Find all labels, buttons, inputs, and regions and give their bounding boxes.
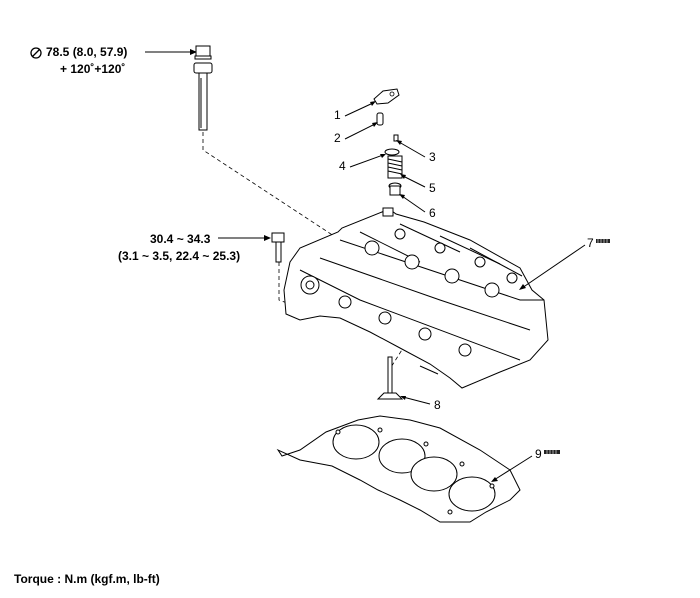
head-bolt-torque-value: 78.5 (8.0, 57.9) <box>46 45 128 59</box>
torque-unit-note: Torque : N.m (kgf.m, lb-ft) <box>14 572 160 586</box>
valve <box>376 356 431 405</box>
lash-adjuster <box>376 112 384 126</box>
callout-9: 9 <box>535 447 542 461</box>
retainer-lock <box>393 134 399 142</box>
gasket-strip-icon <box>544 450 560 454</box>
side-bolt <box>218 232 285 263</box>
callout-6: 6 <box>429 206 436 220</box>
callout-8: 8 <box>434 398 441 412</box>
circle-slash-icon <box>30 47 42 59</box>
gasket-strip-icon <box>596 239 610 243</box>
head-gasket <box>276 415 533 523</box>
callout-7: 7 <box>587 236 594 250</box>
rocker-arm <box>373 88 400 105</box>
callout-leaders <box>344 101 426 213</box>
callout-3: 3 <box>429 150 436 164</box>
spring-retainer <box>384 148 400 156</box>
callout-1: 1 <box>334 108 341 122</box>
cylinder-head <box>283 207 549 389</box>
valve-spring <box>387 155 403 179</box>
head-bolt-torque-angle: + 120˚+120˚ <box>60 62 126 76</box>
callout-4: 4 <box>339 159 346 173</box>
callout-2: 2 <box>334 131 341 145</box>
callout-5: 5 <box>429 181 436 195</box>
leader-7 <box>519 244 586 290</box>
side-bolt-torque-value: 30.4 ~ 34.3 <box>150 232 211 246</box>
side-bolt-torque-range: (3.1 ~ 3.5, 22.4 ~ 25.3) <box>118 249 241 263</box>
cylinder-head-bolt <box>193 45 213 131</box>
valve-stem-seal <box>388 182 402 196</box>
leader-head-bolt <box>145 49 197 55</box>
